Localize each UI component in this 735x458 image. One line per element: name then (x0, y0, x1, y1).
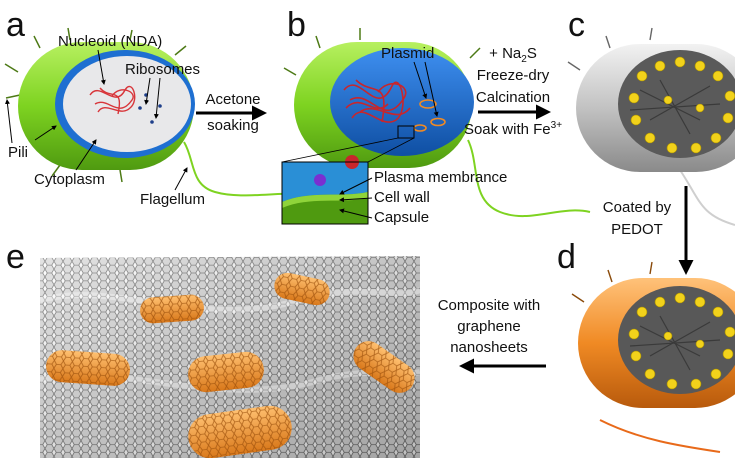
sulfur-spheres-c (628, 56, 735, 154)
panel-letter-c: c (568, 6, 585, 44)
panel-letter-e: e (6, 238, 25, 276)
label-flagellum: Flagellum (140, 191, 205, 208)
step-b-to-c-line3: Calcination (476, 89, 550, 106)
label-cytoplasm: Cytoplasm (34, 171, 105, 188)
panel-c: c (567, 6, 735, 226)
panel-a: a Nucleoid (NDA) (4, 6, 341, 208)
step-d-to-e: Composite with graphene nanosheets (438, 297, 546, 374)
panel-e: e (6, 238, 422, 458)
panel-letter-d: d (557, 238, 576, 276)
step-b-to-c-line4: Soak with Fe3+ (464, 120, 562, 138)
step-b-to-c-line2: Freeze-dry (477, 67, 550, 84)
label-capsule: Capsule (374, 209, 429, 226)
label-pili: Pili (8, 144, 28, 161)
step-c-to-d-line1: Coated by (603, 199, 672, 216)
panel-b: b Plasmid (281, 6, 591, 226)
shell-interior-c (618, 50, 735, 158)
step-c-to-d-line2: PEDOT (611, 221, 663, 238)
panel-letter-a: a (6, 6, 25, 44)
wrapped-bacterium (274, 272, 330, 306)
pili-shapes (4, 27, 187, 183)
step-b-to-c: + Na2S Freeze-dry Calcination Soak with … (464, 45, 562, 138)
sulfur-spheres-d (628, 292, 735, 390)
step-a-to-b-line2: soaking (207, 117, 259, 134)
step-c-to-d: Coated by PEDOT (596, 186, 694, 275)
step-a-to-b: Acetone soaking (196, 91, 267, 134)
cytoplasm-interior-a (63, 56, 191, 152)
panel-letter-b: b (287, 6, 306, 44)
step-d-to-e-line3: nanosheets (450, 339, 528, 356)
label-ribosomes: Ribosomes (125, 61, 200, 78)
label-nucleoid: Nucleoid (NDA) (58, 33, 162, 50)
label-cell-wall: Cell wall (374, 189, 430, 206)
carbon-fibers-c (629, 79, 721, 135)
wrapped-bacteria (46, 272, 415, 458)
wrapped-bacterium (46, 350, 130, 386)
label-plasma-membrane: Plasma membrance (374, 169, 507, 186)
step-b-to-c-line1: + Na2S (489, 45, 537, 65)
wrapped-bacterium (140, 294, 204, 324)
dna-mass-b (343, 79, 411, 123)
nucleoid-dna (89, 85, 136, 115)
step-d-to-e-line1: Composite with (438, 297, 541, 314)
panel-d: d (557, 238, 735, 453)
carbon-fibers-d (629, 315, 721, 371)
ribosome-dots (138, 93, 162, 124)
wrapped-bacterium (188, 405, 292, 458)
step-d-to-e-line2: graphene (457, 318, 520, 335)
wrapped-bacterium (353, 341, 415, 393)
shell-interior-d (618, 286, 735, 394)
label-plasmid: Plasmid (381, 45, 434, 62)
step-a-to-b-line1: Acetone (205, 91, 260, 108)
wrapped-bacterium (188, 351, 264, 393)
flagellum-shape-b (467, 139, 591, 217)
